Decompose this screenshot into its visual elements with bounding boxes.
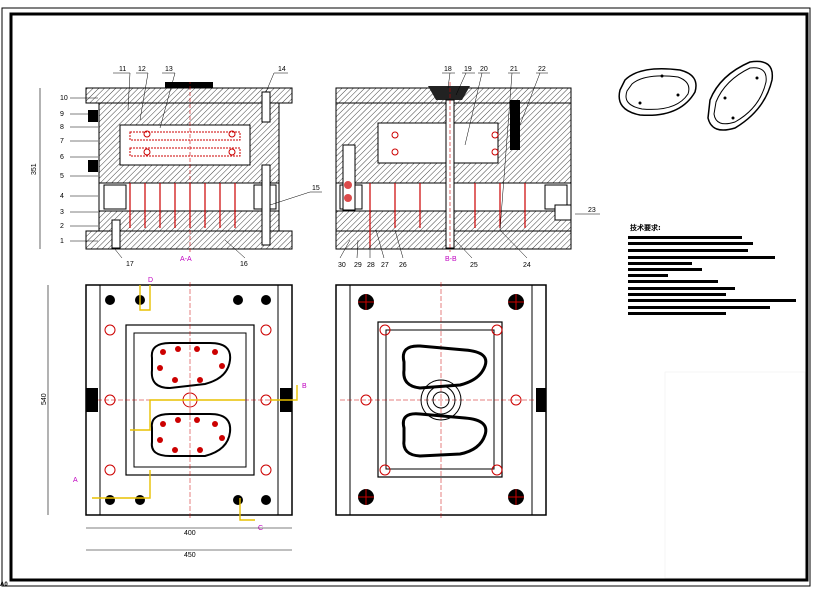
section-label-b: B-B xyxy=(445,256,457,263)
plan-view-right xyxy=(335,282,547,520)
part-label-7: 7 xyxy=(60,138,64,145)
inner-border xyxy=(9,12,809,582)
cooling-label-b: B xyxy=(302,383,307,390)
part-label-3: 3 xyxy=(60,209,64,216)
part-label-22: 22 xyxy=(538,66,546,73)
cooling-label-c: C xyxy=(258,525,263,532)
width-dimension-outer: 450 xyxy=(184,552,196,559)
title-block xyxy=(664,371,806,579)
part-label-13: 13 xyxy=(165,66,173,73)
part-label-2: 2 xyxy=(60,223,64,230)
part-label-8: 8 xyxy=(60,124,64,131)
width-dimension-inner: 400 xyxy=(184,530,196,537)
part-label-19: 19 xyxy=(464,66,472,73)
part-label-18: 18 xyxy=(444,66,452,73)
part-label-24: 24 xyxy=(523,262,531,269)
part-label-12: 12 xyxy=(138,66,146,73)
part-label-26: 26 xyxy=(399,262,407,269)
technical-requirements: 技术要求: xyxy=(628,223,796,315)
part-label-17: 17 xyxy=(126,261,134,268)
front-view-part-labels: 351 10 9 8 7 6 5 4 3 2 1 11 12 13 14 15 … xyxy=(31,66,322,268)
part-label-20: 20 xyxy=(480,66,488,73)
part-label-23: 23 xyxy=(588,207,596,214)
part-label-25: 25 xyxy=(470,262,478,269)
part-label-16: 16 xyxy=(240,261,248,268)
plan-view-left: D B A C 540 400 450 xyxy=(41,277,307,559)
corner-label: A0 xyxy=(0,582,8,588)
left-dimension: 540 xyxy=(41,393,48,405)
part-label-27: 27 xyxy=(381,262,389,269)
part-label-30: 30 xyxy=(338,262,346,269)
tech-req-title: 技术要求: xyxy=(630,223,661,232)
part-label-14: 14 xyxy=(278,66,286,73)
part-label-29: 29 xyxy=(354,262,362,269)
part-label-4: 4 xyxy=(60,193,64,200)
part-label-1: 1 xyxy=(60,238,64,245)
cooling-label-d: D xyxy=(148,277,153,284)
part-label-6: 6 xyxy=(60,154,64,161)
front-section-view xyxy=(85,82,293,252)
part-label-11: 11 xyxy=(119,66,126,73)
cooling-label-a: A xyxy=(73,477,78,484)
outer-border xyxy=(1,7,811,587)
part-label-5: 5 xyxy=(60,173,64,180)
part-label-21: 21 xyxy=(510,66,518,73)
part-label-9: 9 xyxy=(60,111,64,118)
height-dimension: 351 xyxy=(31,163,38,175)
section-label-a: A-A xyxy=(180,256,192,263)
part-label-28: 28 xyxy=(367,262,375,269)
part-label-15: 15 xyxy=(312,185,320,192)
part-label-10: 10 xyxy=(60,95,68,102)
side-view-part-labels: 18 19 20 21 22 23 30 29 28 27 26 25 24 B… xyxy=(338,66,600,269)
side-section-view xyxy=(335,82,572,252)
part-3d-views xyxy=(618,60,774,131)
